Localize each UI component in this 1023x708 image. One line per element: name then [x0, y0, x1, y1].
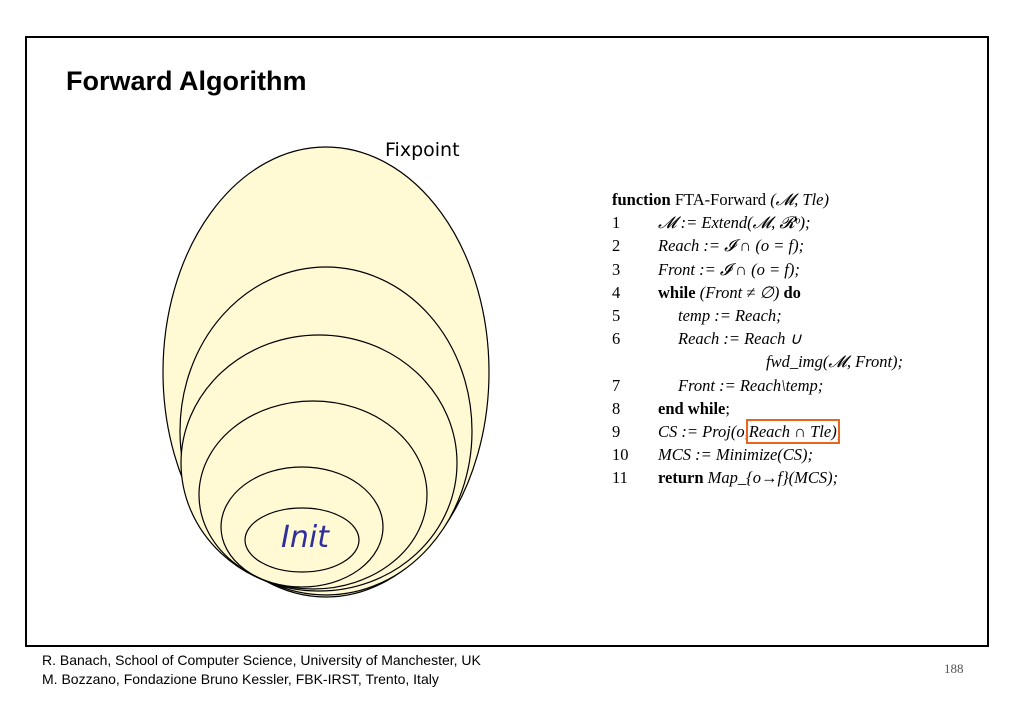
- line-text: MCS := Minimize(CS);: [658, 445, 814, 465]
- line-number: 5: [612, 305, 621, 325]
- end-while-keyword: end while: [658, 398, 726, 418]
- line-text-end: ;: [836, 421, 842, 441]
- line-text: Reach := Reach ∪: [678, 329, 802, 349]
- footer-credits: R. Banach, School of Computer Science, U…: [42, 651, 481, 689]
- line-text: temp := Reach;: [678, 305, 782, 325]
- slide-title: Forward Algorithm: [66, 66, 307, 96]
- algorithm-line: 1 𝓜 := Extend(𝓜, 𝓡ᵒ);: [612, 211, 903, 234]
- line-text: Front := Reach\temp;: [678, 375, 824, 395]
- return-keyword: return: [658, 468, 704, 488]
- line-text: Map_{o→f}(MCS);: [707, 468, 839, 488]
- algorithm-line: 4 while (Front ≠ ∅) do: [612, 281, 903, 304]
- fixpoint-label: Fixpoint: [385, 139, 460, 161]
- line-text: 𝓜 := Extend(𝓜, 𝓡ᵒ);: [658, 213, 811, 233]
- line-number: 6: [612, 329, 621, 349]
- algorithm-line: 2 Reach := 𝓘 ∩ (o = f);: [612, 234, 903, 257]
- line-number: 7: [612, 375, 621, 395]
- algorithm-line: 5 temp := Reach;: [612, 304, 903, 327]
- function-args: (𝓜, Tle): [770, 190, 829, 209]
- do-keyword: do: [783, 282, 801, 302]
- line-text: Front := 𝓘 ∩ (o = f);: [658, 259, 800, 279]
- init-label: Init: [281, 520, 329, 555]
- algorithm-line: 3 Front := 𝓘 ∩ (o = f);: [612, 258, 903, 281]
- algorithm-line: 11 return Map_{o→f}(MCS);: [612, 466, 903, 489]
- footer-line-2: M. Bozzano, Fondazione Bruno Kessler, FB…: [42, 671, 439, 687]
- line-number: 4: [612, 282, 621, 302]
- line-number: 3: [612, 259, 621, 279]
- line-number: 11: [612, 468, 628, 488]
- line-number: 9: [612, 421, 621, 441]
- algorithm-line: 6 Reach := Reach ∪: [612, 327, 903, 350]
- line-text: ;: [725, 398, 730, 418]
- algorithm-listing: function FTA-Forward (𝓜, Tle) 1 𝓜 := Exte…: [612, 188, 903, 489]
- line-number: 10: [612, 445, 629, 465]
- highlight-box: Reach ∩ Tle): [745, 418, 840, 444]
- algorithm-line: fwd_img(𝓜, Front);: [612, 350, 903, 373]
- line-number: 8: [612, 398, 621, 418]
- line-text: (Front ≠ ∅): [699, 282, 780, 302]
- line-number: 1: [612, 213, 621, 233]
- algorithm-line: 10 MCS := Minimize(CS);: [612, 443, 903, 466]
- line-number: 2: [612, 236, 621, 256]
- algorithm-header: function FTA-Forward (𝓜, Tle): [612, 188, 903, 211]
- algorithm-line: 9 CS := Proj(o,Reach ∩ Tle);: [612, 418, 903, 444]
- algorithm-line: 8 end while;: [612, 397, 903, 420]
- algorithm-line: 7 Front := Reach\temp;: [612, 374, 903, 397]
- page-number: 188: [944, 661, 964, 676]
- line-text: fwd_img(𝓜, Front);: [766, 352, 904, 372]
- footer-line-1: R. Banach, School of Computer Science, U…: [42, 652, 481, 668]
- while-keyword: while: [658, 282, 696, 302]
- function-name: FTA-Forward: [674, 190, 767, 209]
- line-text: CS := Proj(o,: [658, 421, 749, 441]
- ellipse-init: [244, 507, 360, 573]
- line-text: Reach := 𝓘 ∩ (o = f);: [658, 236, 805, 256]
- function-keyword: function: [612, 190, 671, 209]
